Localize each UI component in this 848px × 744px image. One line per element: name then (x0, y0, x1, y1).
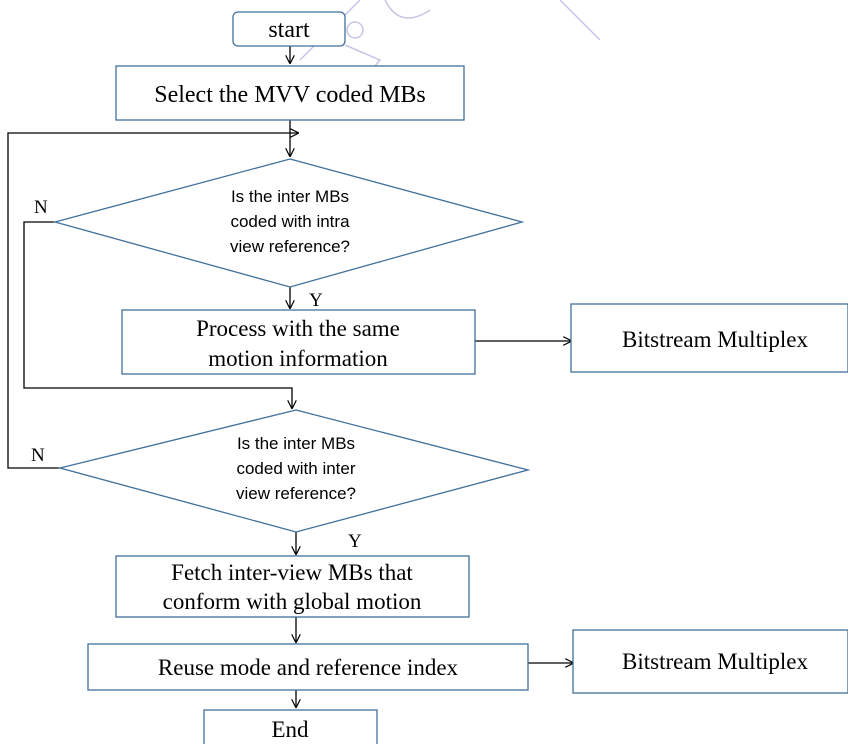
label-y1: Y (309, 290, 323, 311)
select-mvv-node (115, 65, 465, 121)
connectors (7, 46, 573, 707)
select-mvv-label: Select the MVV coded MBs (154, 82, 426, 108)
bitstream-multiplex-label-1: Bitstream Multiplex (622, 327, 808, 352)
fetch-interview-line1: Fetch inter-view MBs that (171, 560, 413, 585)
label-n2: N (31, 445, 45, 466)
reuse-mode-node (87, 643, 529, 691)
decision-inter-line2: coded with inter (236, 459, 355, 478)
label-y2: Y (348, 531, 362, 552)
arrow-decision2-no-loop (7, 133, 298, 469)
fetch-interview-line2: conform with global motion (163, 589, 422, 614)
start-label: start (268, 17, 310, 43)
end-label: End (271, 717, 309, 742)
decision-intra-line3: view reference? (230, 237, 350, 256)
decision-intra-view (52, 158, 525, 288)
reuse-mode-label: Reuse mode and reference index (158, 655, 459, 680)
decision-inter-view (57, 409, 531, 533)
bitstream-multiplex-node-1 (570, 303, 848, 373)
decision-intra-line2: coded with intra (230, 212, 350, 231)
end-node (203, 709, 378, 744)
label-n1: N (34, 197, 48, 218)
process-same-motion-node (121, 309, 476, 375)
decision-intra-line1: Is the inter MBs (231, 187, 349, 206)
process-same-motion-line1: Process with the same (196, 316, 400, 341)
bitstream-multiplex-label-2: Bitstream Multiplex (622, 649, 808, 674)
fetch-interview-node (115, 555, 470, 618)
decision-inter-line3: view reference? (236, 484, 356, 503)
bitstream-multiplex-node-2 (572, 629, 848, 694)
process-same-motion-line2: motion information (208, 346, 388, 371)
decision-inter-line1: Is the inter MBs (237, 434, 355, 453)
start-node (232, 11, 346, 47)
arrow-decision1-no (23, 221, 292, 408)
